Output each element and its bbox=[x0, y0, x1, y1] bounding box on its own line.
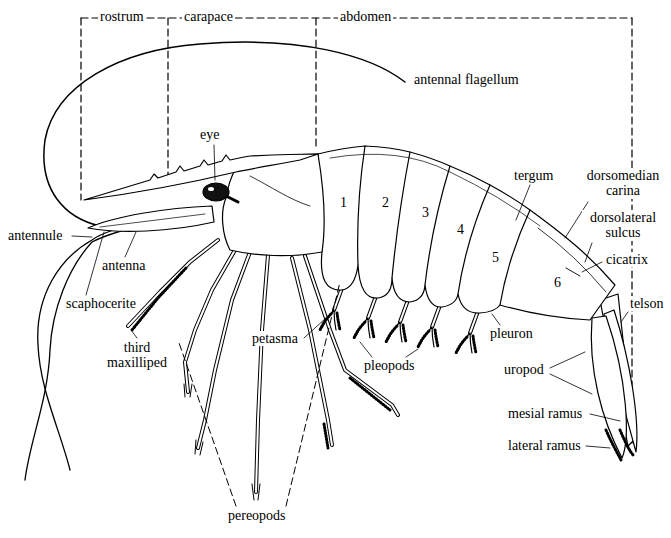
region-bracket bbox=[167, 18, 168, 176]
abdomen bbox=[392, 152, 410, 278]
pereopod-bracket bbox=[178, 340, 236, 506]
part-label: lateral ramus bbox=[506, 438, 583, 453]
part-label: antenna bbox=[100, 258, 148, 273]
leader-line bbox=[360, 342, 372, 357]
abdomen bbox=[358, 146, 365, 265]
part-label: carapace bbox=[182, 9, 235, 24]
pleopod bbox=[320, 288, 342, 330]
leader-line bbox=[621, 312, 628, 322]
abdomen bbox=[458, 185, 490, 294]
part-label: third maxilliped bbox=[96, 340, 178, 371]
part-label: uropod bbox=[502, 362, 546, 377]
rostrum bbox=[84, 154, 318, 200]
leg-claw bbox=[184, 384, 260, 500]
pleopod bbox=[456, 311, 478, 353]
part-label: scaphocerite bbox=[64, 296, 138, 311]
region-bracket bbox=[81, 18, 632, 446]
part-label: antennal flagellum bbox=[412, 72, 521, 87]
pleopod bbox=[386, 300, 408, 342]
abdomen bbox=[566, 268, 580, 276]
pereopod-bracket bbox=[286, 282, 340, 506]
part-label: dorsolateral sulcus bbox=[582, 210, 664, 241]
leader-line bbox=[516, 185, 530, 220]
abdomen bbox=[330, 154, 540, 226]
eye bbox=[203, 183, 229, 201]
segment-number: 6 bbox=[552, 275, 563, 290]
leader-line bbox=[125, 232, 136, 257]
pereopod-outline bbox=[292, 258, 332, 445]
eye bbox=[208, 187, 214, 191]
region-bracket bbox=[315, 18, 316, 150]
abdomen bbox=[318, 146, 615, 320]
part-label: pleopods bbox=[362, 358, 417, 373]
part-label: telson bbox=[628, 296, 665, 311]
leg-setae bbox=[132, 268, 186, 330]
part-label: mesial ramus bbox=[506, 406, 584, 421]
carapace bbox=[250, 176, 310, 206]
leader-line bbox=[586, 446, 610, 448]
leader-line bbox=[582, 262, 602, 272]
leg-setae bbox=[324, 424, 328, 448]
pereopod-bracket bbox=[178, 282, 340, 506]
scaphocerite bbox=[100, 214, 205, 227]
pereopod-fill bbox=[292, 258, 332, 445]
leader-line bbox=[550, 352, 585, 368]
rostrum bbox=[84, 154, 318, 200]
leader-line bbox=[590, 414, 620, 421]
uropod bbox=[591, 310, 637, 460]
leader-line bbox=[550, 374, 592, 394]
segment-number: 2 bbox=[380, 195, 391, 210]
leader-line bbox=[585, 243, 592, 262]
segment-number: 3 bbox=[420, 205, 431, 220]
leader-line bbox=[406, 349, 418, 357]
segment-number: 1 bbox=[338, 195, 349, 210]
uropod bbox=[620, 430, 634, 456]
leg-claw bbox=[184, 384, 192, 397]
part-label: pereopods bbox=[226, 508, 288, 523]
leader-line bbox=[72, 236, 92, 237]
leg-claw bbox=[252, 484, 260, 500]
part-label: pleuron bbox=[488, 326, 535, 341]
part-label: tergum bbox=[512, 168, 555, 183]
leader-line bbox=[492, 314, 500, 325]
leg-claw bbox=[195, 440, 203, 455]
leader-line bbox=[304, 318, 326, 338]
part-label: antennule bbox=[6, 228, 64, 243]
pereopod-fill bbox=[256, 255, 268, 492]
shrimp-illustration bbox=[25, 18, 637, 506]
leg-setae bbox=[350, 378, 390, 410]
eye bbox=[226, 196, 238, 202]
leader-line bbox=[131, 330, 137, 338]
leader-line bbox=[214, 145, 215, 180]
segment-number: 4 bbox=[455, 222, 466, 237]
part-label: cicatrix bbox=[604, 252, 650, 267]
region-bracket bbox=[80, 18, 81, 200]
segment-number: 5 bbox=[490, 250, 501, 265]
scaphocerite bbox=[88, 206, 214, 231]
leader-line bbox=[72, 145, 628, 448]
pleopod bbox=[354, 296, 376, 338]
part-label: eye bbox=[198, 127, 221, 142]
eye bbox=[203, 183, 238, 202]
pereopod-outline bbox=[256, 255, 268, 492]
part-label: abdomen bbox=[338, 9, 393, 24]
uropod bbox=[606, 430, 621, 460]
part-label: petasma bbox=[250, 331, 300, 346]
part-label: rostrum bbox=[98, 9, 146, 24]
pleopod bbox=[418, 305, 440, 347]
scaphocerite bbox=[88, 206, 214, 231]
abdomen bbox=[318, 146, 615, 320]
abdomen bbox=[425, 166, 450, 285]
part-label: dorsomedian carina bbox=[582, 168, 664, 199]
abdomen bbox=[500, 210, 530, 305]
